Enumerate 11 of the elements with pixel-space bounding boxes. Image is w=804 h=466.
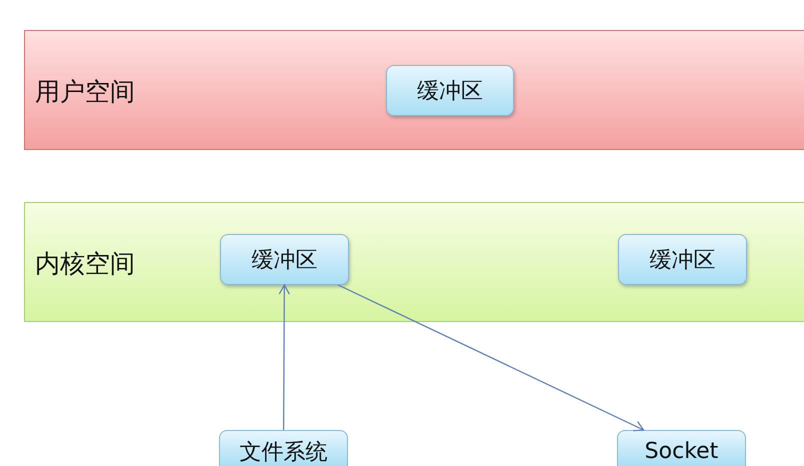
- arrow: [338, 284, 644, 432]
- kernel-space-band: [24, 202, 804, 322]
- process-box: 缓冲区: [618, 234, 747, 285]
- user-space-band: [24, 30, 804, 150]
- arrow: [278, 284, 290, 430]
- process-box: 缓冲区: [220, 234, 349, 285]
- process-box: 文件系统: [219, 430, 348, 466]
- band-label: 用户空间: [35, 76, 135, 108]
- band-label: 内核空间: [35, 248, 135, 280]
- process-box: 缓冲区: [386, 65, 514, 116]
- process-box: Socket: [617, 430, 746, 466]
